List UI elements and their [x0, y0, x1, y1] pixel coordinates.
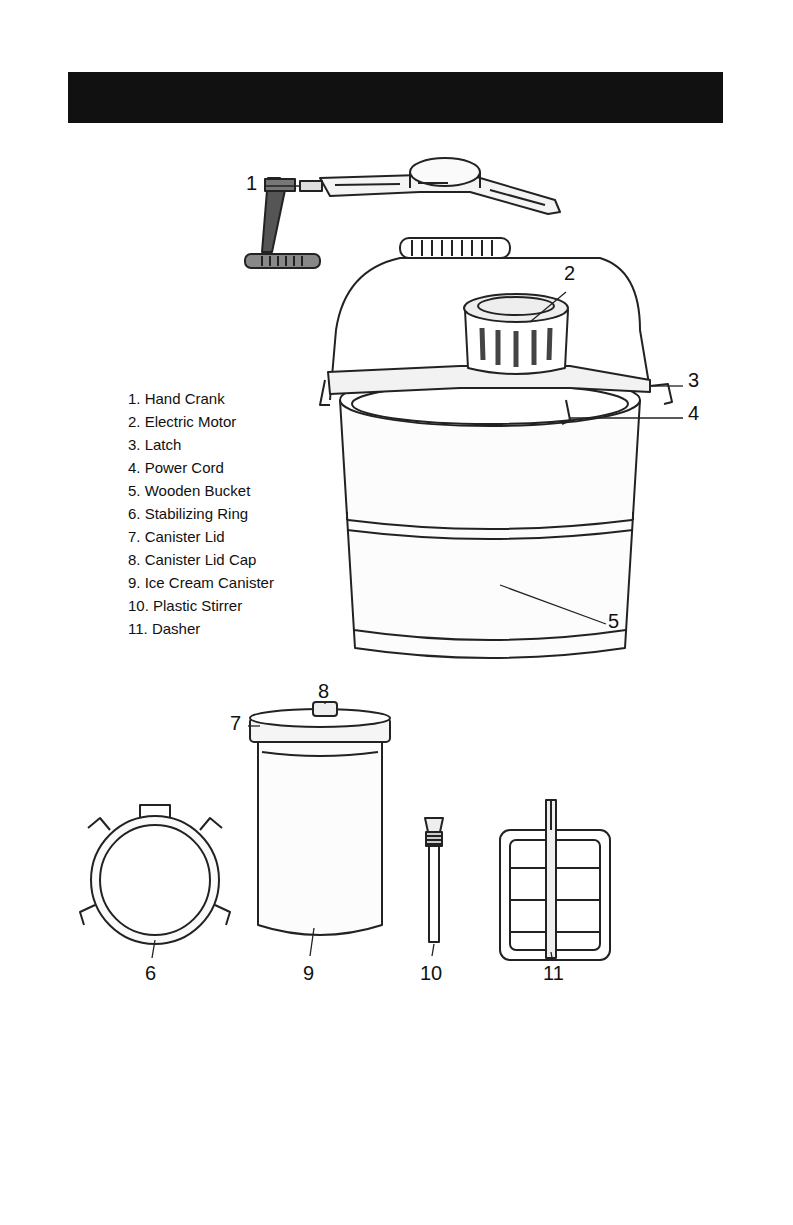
callout-number: 8: [318, 680, 329, 702]
callout-number: 5: [608, 610, 619, 632]
dasher: [500, 800, 610, 960]
part-list-item: 7. Canister Lid: [128, 529, 225, 546]
callout-number: 3: [688, 369, 699, 391]
leader-lines: [152, 186, 683, 958]
plastic-stirrer: [425, 818, 443, 942]
part-list-item: 2. Electric Motor: [128, 414, 236, 431]
bucket: [320, 238, 672, 658]
stabilizing-ring: [80, 805, 230, 944]
part-list-item: 6. Stabilizing Ring: [128, 506, 248, 523]
callout-number: 10: [420, 962, 442, 984]
callout-number: 6: [145, 962, 156, 984]
part-list-item: 11. Dasher: [128, 621, 200, 638]
part-list-item: 3. Latch: [128, 437, 181, 454]
callout-number: 11: [543, 962, 564, 984]
part-list-item: 4. Power Cord: [128, 460, 224, 477]
callout-number: 9: [303, 962, 314, 984]
hand-crank: [245, 158, 560, 268]
canister: [250, 702, 390, 935]
part-list-item: 1. Hand Crank: [128, 391, 225, 408]
part-list-item: 10. Plastic Stirrer: [128, 598, 242, 615]
part-list-item: 9. Ice Cream Canister: [128, 575, 274, 592]
part-list-item: 8. Canister Lid Cap: [128, 552, 256, 569]
callout-number: 7: [230, 712, 241, 734]
callout-number: 4: [688, 402, 699, 424]
part-list-item: 5. Wooden Bucket: [128, 483, 250, 500]
callout-number: 1: [246, 172, 257, 194]
header-bar: [68, 72, 723, 123]
callout-number: 2: [564, 262, 575, 284]
